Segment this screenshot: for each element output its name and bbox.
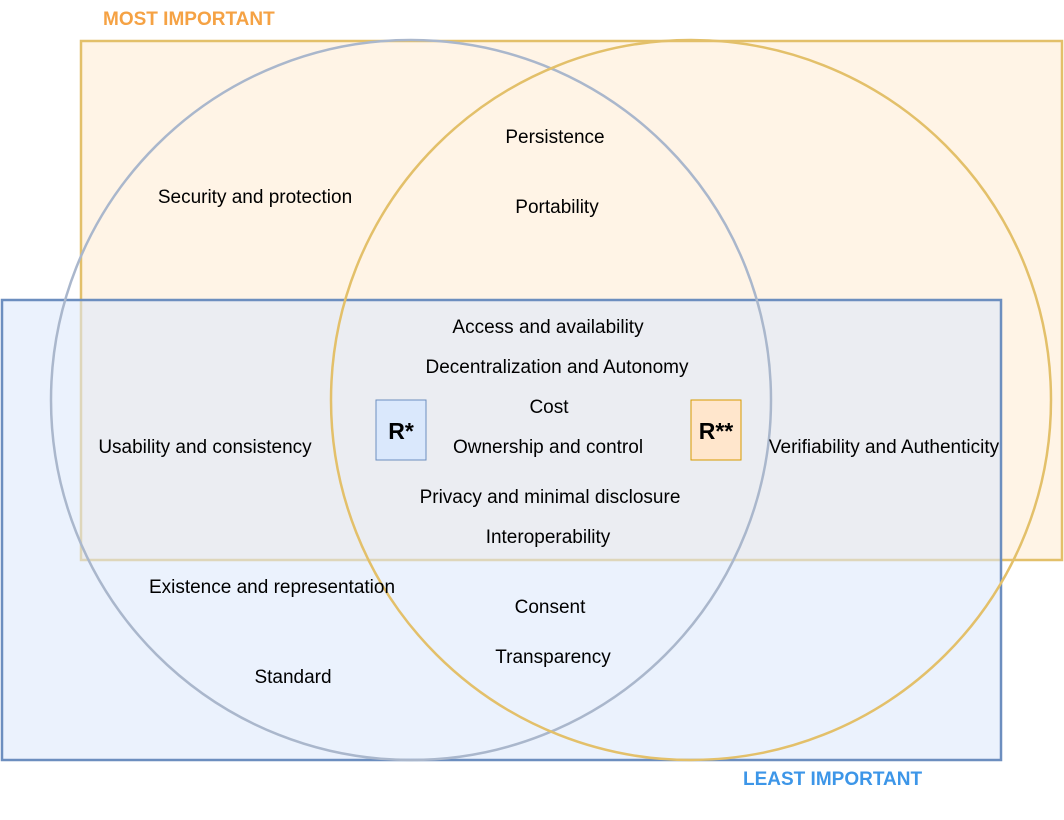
left-circle — [49, 38, 773, 762]
label-ownership: Ownership and control — [453, 437, 643, 458]
r-star-box — [375, 399, 427, 461]
label-access: Access and availability — [452, 317, 644, 338]
r-double-star-label: R** — [699, 418, 734, 444]
label-usability: Usability and consistency — [98, 437, 312, 458]
r-double-star-box — [690, 399, 742, 461]
right-circle — [329, 38, 1053, 762]
label-decentralization: Decentralization and Autonomy — [426, 357, 689, 378]
label-consent: Consent — [515, 597, 586, 618]
label-security: Security and protection — [158, 187, 352, 208]
label-cost: Cost — [529, 397, 569, 418]
label-verifiability: Verifiability and Authenticity — [769, 437, 1000, 458]
label-portability: Portability — [515, 197, 599, 218]
label-interoperability: Interoperability — [486, 527, 611, 548]
label-transparency: Transparency — [495, 647, 611, 668]
label-privacy: Privacy and minimal disclosure — [420, 487, 681, 508]
r-star-label: R* — [388, 418, 414, 444]
label-standard: Standard — [254, 667, 331, 688]
most-important-heading: MOST IMPORTANT — [103, 9, 275, 30]
least-important-heading: LEAST IMPORTANT — [743, 769, 922, 790]
label-persistence: Persistence — [505, 127, 604, 148]
least-important-region — [0, 298, 1003, 762]
label-existence: Existence and representation — [149, 577, 395, 598]
